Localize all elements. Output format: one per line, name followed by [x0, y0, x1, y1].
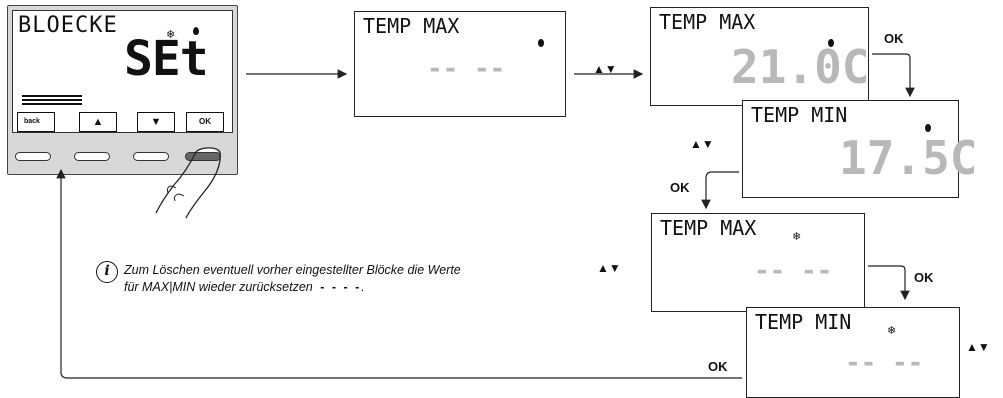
- ok-label-1: OK: [884, 31, 904, 46]
- ok-label-2: OK: [670, 180, 690, 195]
- lcd-screen-5: TEMP MIN ❄ -- --: [746, 307, 960, 398]
- updown-arrows-2: ▲▼: [690, 137, 714, 151]
- info-note-line-2: für MAX|MIN wieder zurücksetzen - - - -.: [124, 280, 365, 294]
- info-note-line-1: Zum Löschen eventuell vorher eingestellt…: [124, 263, 461, 277]
- up-button[interactable]: [74, 152, 110, 161]
- dash-indicator: - - - -: [320, 280, 362, 294]
- info-note: Zum Löschen eventuell vorher eingestellt…: [124, 262, 584, 296]
- flame-icon: [193, 27, 199, 35]
- down-softkey[interactable]: ▼: [137, 112, 175, 132]
- device-mode: SEt: [124, 31, 209, 87]
- screen-value: -- --: [754, 256, 833, 286]
- info-icon-glyph: i: [104, 263, 110, 279]
- snowflake-icon: ❄: [792, 230, 802, 243]
- device-lcd: BLOECKE ❄ SEt back ▲ ▼ OK: [12, 10, 233, 133]
- bar-indicator: [22, 95, 82, 107]
- snowflake-icon: ❄: [166, 28, 176, 41]
- flame-icon: [828, 39, 834, 47]
- updown-arrows-1: ▲▼: [593, 62, 617, 76]
- updown-arrows-4: ▲▼: [966, 340, 990, 354]
- back-button[interactable]: [15, 152, 51, 161]
- screen-label: TEMP MAX: [363, 14, 460, 38]
- info-icon: i: [96, 261, 118, 283]
- ok-label-3: OK: [914, 270, 934, 285]
- lcd-screen-1: TEMP MAX -- --: [354, 11, 566, 117]
- lcd-screen-2: TEMP MAX 21.0C: [650, 7, 869, 106]
- ok-softkey[interactable]: OK: [186, 112, 224, 132]
- screen-value: -- --: [427, 54, 506, 84]
- screen-label: TEMP MIN: [755, 310, 852, 334]
- screen-label: TEMP MIN: [751, 103, 848, 127]
- screen-value: 21.0C: [731, 40, 870, 94]
- updown-arrows-3: ▲▼: [597, 261, 621, 275]
- screen-value: -- --: [845, 348, 924, 378]
- back-softkey[interactable]: back: [17, 112, 55, 132]
- lcd-screen-3: TEMP MIN 17.5C: [742, 100, 977, 198]
- flame-icon: [925, 124, 931, 132]
- up-softkey[interactable]: ▲: [79, 112, 117, 132]
- device-title: BLOECKE: [18, 13, 118, 38]
- lcd-screen-4: TEMP MAX ❄ -- --: [651, 213, 865, 312]
- screen-label: TEMP MAX: [660, 216, 757, 240]
- screen-value: 17.5C: [839, 131, 978, 185]
- ok-label-4: OK: [708, 359, 728, 374]
- flame-icon: [538, 39, 544, 47]
- screen-label: TEMP MAX: [659, 10, 756, 34]
- thermostat-device: BLOECKE ❄ SEt back ▲ ▼ OK: [7, 5, 238, 175]
- snowflake-icon: ❄: [887, 324, 897, 337]
